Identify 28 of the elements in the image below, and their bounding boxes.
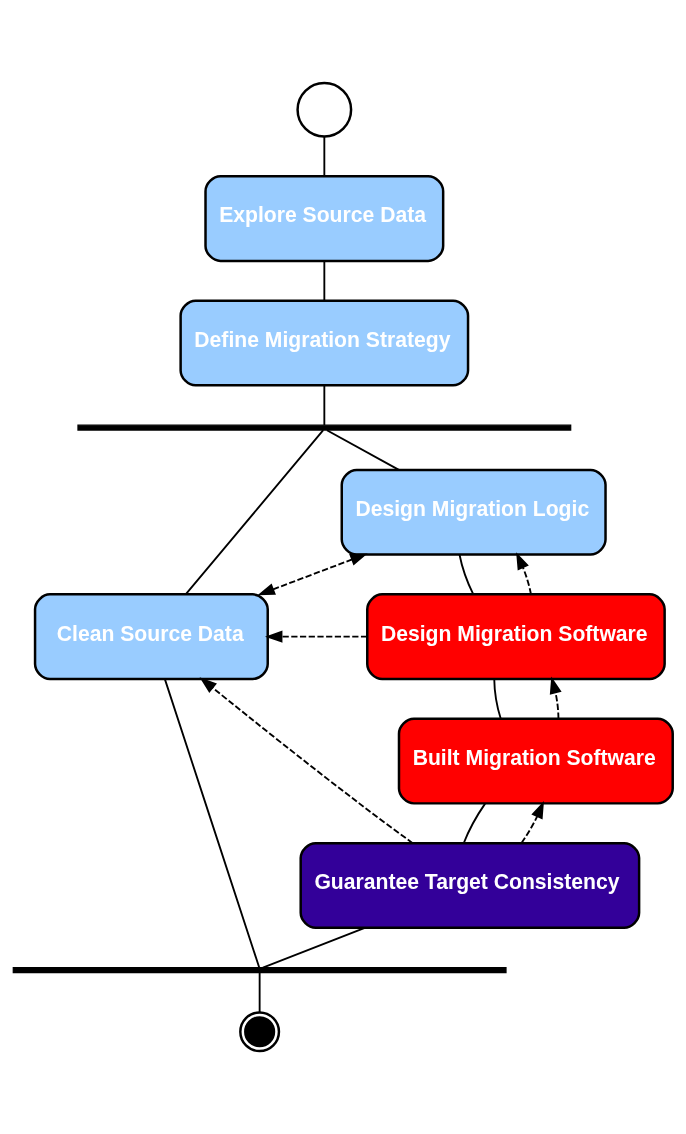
node-circle (239, 1011, 281, 1053)
connector (261, 927, 366, 969)
connector (323, 135, 326, 177)
node-box: Design Migration Software (366, 593, 666, 681)
node-box: Design Migration Logic (340, 468, 607, 556)
node-bar (77, 424, 572, 431)
arrow (264, 630, 369, 643)
connector (184, 429, 325, 596)
arrow (549, 676, 562, 720)
connector (326, 429, 400, 471)
node-box: Guarantee Target Consistency (299, 841, 641, 930)
arrow (516, 552, 532, 596)
connector (323, 260, 326, 302)
connector (258, 971, 261, 1014)
connector (323, 384, 326, 426)
node-box: Built Migration Software (397, 717, 674, 805)
node-box: Define Migration Strategy (179, 299, 470, 387)
node-box: Explore Source Data (204, 175, 445, 263)
connector (458, 553, 475, 596)
connector (163, 678, 261, 969)
arrow (520, 801, 544, 844)
connector (493, 678, 502, 720)
arrow (257, 553, 368, 596)
connector (462, 802, 487, 844)
node-circle (296, 81, 353, 138)
node-bar (12, 967, 507, 974)
arrow (199, 677, 414, 845)
node-box: Clean Source Data (33, 593, 269, 681)
